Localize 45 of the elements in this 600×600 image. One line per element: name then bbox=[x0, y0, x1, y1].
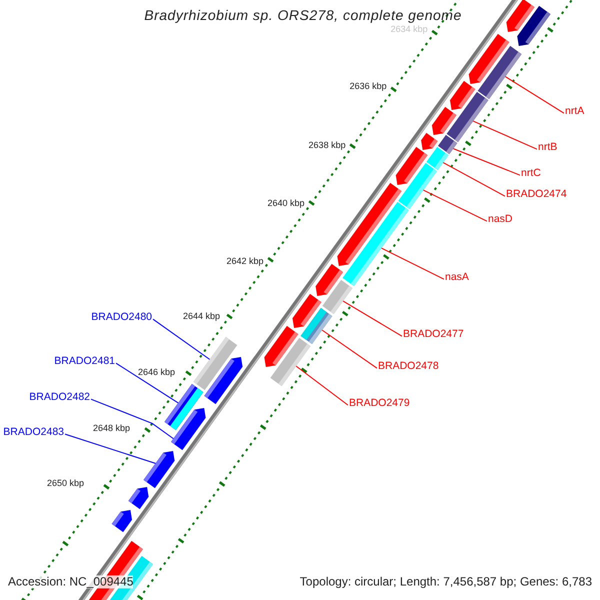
gene-label: nrtC bbox=[521, 168, 541, 180]
gene-label: BRADO2481 bbox=[54, 356, 115, 368]
position-label: 2646 kbp bbox=[138, 368, 175, 378]
position-label: 2636 kbp bbox=[350, 82, 387, 92]
gene-label: nasD bbox=[488, 214, 513, 226]
accession-text: Accession: NC_009445 bbox=[8, 575, 134, 589]
leader-line bbox=[64, 434, 156, 464]
position-label: 2650 kbp bbox=[46, 479, 84, 489]
gene-label: BRADO2477 bbox=[403, 329, 464, 341]
gene-feature bbox=[144, 451, 175, 488]
gene-bar bbox=[270, 338, 311, 386]
gene-label: BRADO2483 bbox=[3, 427, 64, 439]
gene-feature bbox=[171, 408, 206, 450]
genome-stats-text: Topology: circular; Length: 7,456,587 bp; Genes: 6,783 bbox=[300, 575, 592, 589]
gene-label: BRADO2480 bbox=[91, 312, 152, 324]
gene-bar bbox=[478, 46, 522, 100]
leader-line bbox=[442, 162, 506, 197]
gene-label: nrtA bbox=[565, 106, 584, 118]
gene-bar bbox=[300, 308, 332, 344]
gene-bar bbox=[193, 336, 238, 390]
gene-label: BRADO2482 bbox=[29, 392, 90, 404]
leader-line bbox=[322, 330, 378, 369]
leader-line bbox=[472, 120, 538, 150]
leader-line bbox=[342, 300, 402, 337]
leader-line bbox=[296, 366, 348, 406]
position-label: 2638 kbp bbox=[308, 141, 346, 151]
gene-label: BRADO2478 bbox=[378, 361, 439, 373]
leader-line bbox=[504, 76, 564, 114]
position-label: 2634 kbp bbox=[390, 25, 428, 35]
position-label: 2642 kbp bbox=[226, 257, 264, 267]
map-title: Bradyrhizobium sp. ORS278, complete genome bbox=[144, 8, 462, 24]
position-label: 2644 kbp bbox=[182, 312, 220, 322]
gene-bar bbox=[322, 280, 352, 314]
gene-bar bbox=[398, 162, 438, 210]
gene-label: BRADO2479 bbox=[349, 398, 410, 410]
leader-line bbox=[452, 148, 520, 176]
gene-label: nasA bbox=[445, 272, 469, 284]
gene-bar bbox=[342, 202, 409, 286]
position-label: 2648 kbp bbox=[92, 424, 130, 434]
gene-label: nrtB bbox=[538, 142, 558, 154]
leader-line bbox=[90, 398, 174, 440]
position-label: 2640 kbp bbox=[268, 199, 305, 209]
gene-label: BRADO2474 bbox=[506, 189, 567, 201]
leader-line bbox=[152, 318, 210, 360]
gene-bar bbox=[446, 92, 488, 142]
